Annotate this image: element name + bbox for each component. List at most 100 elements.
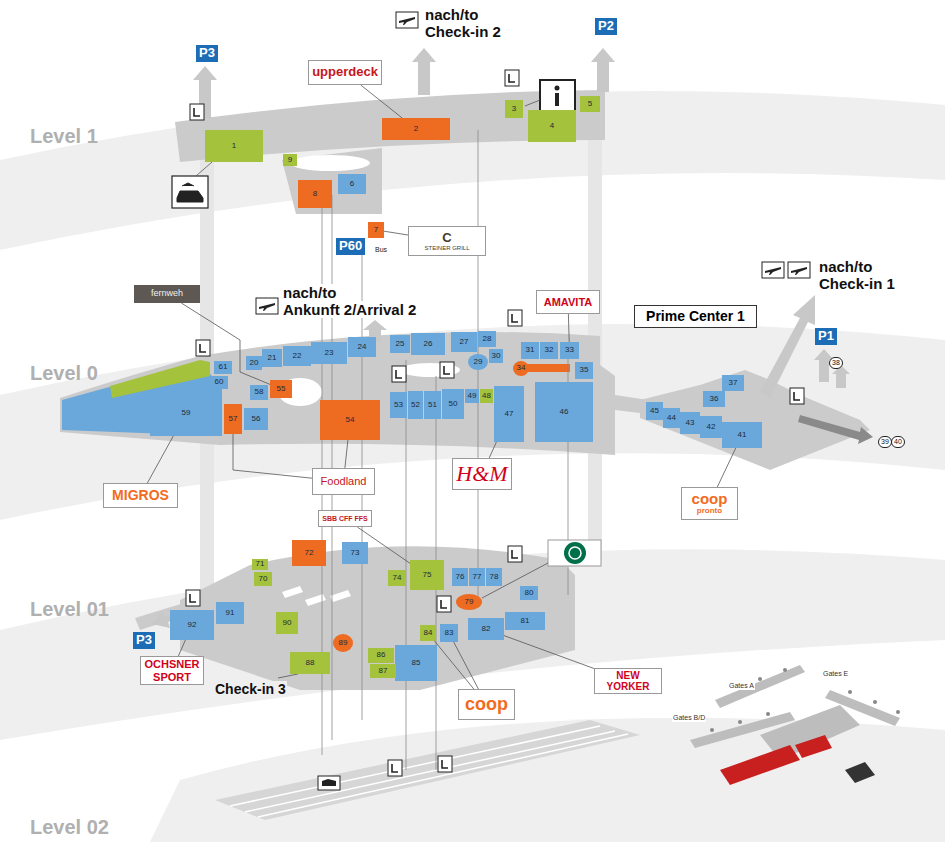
unit-number: 33 xyxy=(565,346,574,355)
map-label: nach/to xyxy=(282,284,337,301)
unit-number: 36 xyxy=(710,395,719,404)
unit-number: 52 xyxy=(411,401,420,410)
unit-number: 32 xyxy=(545,346,554,355)
shop-unit: 28 xyxy=(478,331,496,347)
lift-icon xyxy=(508,546,522,562)
unit-number: 41 xyxy=(738,431,747,440)
label-holder: Check-in 3 xyxy=(214,680,287,698)
map-label: Check-in 3 xyxy=(214,681,287,697)
shop-unit: 23 xyxy=(311,342,347,364)
shop-unit: 36 xyxy=(703,391,725,407)
unit-number: 86 xyxy=(377,651,386,660)
unit-number: 49 xyxy=(468,392,477,401)
label-holder: P1 xyxy=(815,326,837,345)
unit-number: 56 xyxy=(252,415,261,424)
level-name: Level 0 xyxy=(30,362,98,385)
brand-name: SBB CFF FFS xyxy=(322,515,368,523)
shop-unit: 47 xyxy=(494,386,524,442)
leader-line xyxy=(568,314,570,342)
shop-unit: 42 xyxy=(700,416,722,438)
shop-unit: 84 xyxy=(420,625,436,641)
unit-number: 2 xyxy=(414,125,418,134)
shop-unit: 31 xyxy=(521,342,539,359)
shop-unit: 55 xyxy=(270,380,292,398)
map-label: Gates E xyxy=(822,670,849,678)
brand-name: H&M xyxy=(456,462,507,486)
parking-sign: P60 xyxy=(336,238,365,255)
brand-name: coop xyxy=(692,491,728,508)
unit-number: 21 xyxy=(268,354,277,363)
leader-line xyxy=(504,636,594,669)
map-label: nach/to xyxy=(424,6,479,23)
brand-name: NEW YORKER xyxy=(597,670,659,692)
unit-number: 77 xyxy=(473,573,482,582)
unit-number: 73 xyxy=(351,549,360,558)
shop-unit: 75 xyxy=(410,560,444,590)
shop-unit: 72 xyxy=(292,540,326,566)
info-icon xyxy=(540,80,575,112)
void xyxy=(400,363,460,377)
parking-sign: P3 xyxy=(196,45,218,62)
unit-number: 22 xyxy=(293,352,302,361)
label-holder: Level 02 xyxy=(30,816,109,839)
unit-number: 37 xyxy=(729,379,738,388)
map-label: Ankunft 2/Arrival 2 xyxy=(282,301,417,318)
brand-name: Foodland xyxy=(321,475,367,487)
lift-icon xyxy=(790,388,804,404)
unit-number: 59 xyxy=(182,409,191,418)
shop-unit: 9 xyxy=(283,154,297,166)
unit-number: 8 xyxy=(313,190,317,199)
flight-icon xyxy=(788,262,810,278)
shop-unit: 8 xyxy=(298,180,332,208)
map-label: Gates B/D xyxy=(672,714,706,722)
void xyxy=(290,155,370,171)
brand-name: C xyxy=(442,231,451,245)
shop-unit: 91 xyxy=(216,602,244,624)
shop-unit: 54 xyxy=(320,400,380,440)
lift-icon xyxy=(392,366,406,382)
unit-number: 48 xyxy=(482,392,491,401)
lift-icon xyxy=(437,596,451,612)
label-holder: 40 xyxy=(891,430,905,448)
shop-unit: 90 xyxy=(276,612,298,634)
unit-number: 34 xyxy=(517,364,526,373)
shop-unit: 3 xyxy=(505,100,523,118)
brand-name: STEINER GRILL xyxy=(424,245,469,252)
shop-unit: 48 xyxy=(480,389,493,403)
unit-number: 53 xyxy=(394,401,403,410)
unit-number: 54 xyxy=(346,416,355,425)
shop-unit: 87 xyxy=(370,664,396,678)
logo-callout: SBB CFF FFS xyxy=(318,510,372,527)
unit-number: 9 xyxy=(288,156,292,165)
logo-callout: fernweh xyxy=(134,285,200,303)
shop-unit: 22 xyxy=(283,346,311,366)
logo-callout: Prime Center 1 xyxy=(634,305,757,328)
label-holder: nach/to xyxy=(424,6,479,24)
direction-arrow xyxy=(591,48,615,92)
unit-number: 28 xyxy=(483,335,492,344)
rail-track xyxy=(230,726,628,817)
label-holder: Level 01 xyxy=(30,598,109,621)
unit-number: 74 xyxy=(393,574,402,583)
brand-name: MIGROS xyxy=(112,488,169,503)
brand-name: AMAVITA xyxy=(544,296,592,308)
leader-line xyxy=(717,448,736,487)
brand-name: pronto xyxy=(697,507,722,516)
shop-unit: 24 xyxy=(348,337,376,357)
logo-callout: OCHSNER SPORT xyxy=(140,656,204,685)
unit-number: 91 xyxy=(226,609,235,618)
unit-number: 23 xyxy=(325,349,334,358)
unit-number: 75 xyxy=(423,571,432,580)
unit-number: 76 xyxy=(456,573,465,582)
direction-arrow xyxy=(798,415,873,444)
flight-icon xyxy=(396,12,418,28)
shop-unit: 71 xyxy=(252,559,268,570)
map-label: Check-in 2 xyxy=(424,23,502,40)
logo-callout: AMAVITA xyxy=(536,290,600,314)
brand-name: OCHSNER SPORT xyxy=(143,658,201,682)
callout-number: 39 xyxy=(878,436,892,448)
label-holder: Check-in 2 xyxy=(424,23,502,41)
unit-number: 31 xyxy=(526,346,535,355)
label-holder: P2 xyxy=(595,16,617,35)
unit-number: 58 xyxy=(255,388,264,397)
